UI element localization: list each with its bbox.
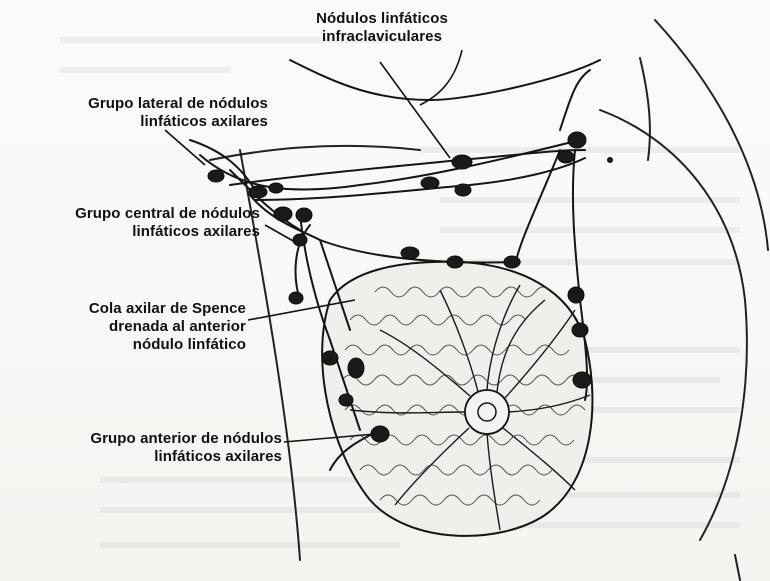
label-lateral-group: Grupo lateral de nódulos linfáticos axil… — [20, 95, 268, 131]
lymph-node-anterior-2 — [339, 394, 353, 406]
lymph-node-lateral-1 — [208, 170, 224, 182]
vessel-upper-second — [230, 150, 585, 185]
label-infraclavicular-nodes: Nódulos linfáticos infraclaviculares — [282, 10, 482, 46]
lymph-node-mid-1 — [401, 247, 419, 259]
shoulder-curve — [640, 58, 650, 160]
lymph-node-lateral-2 — [249, 186, 267, 198]
label-anterior-group: Grupo anterior de nódulos linfáticos axi… — [20, 430, 282, 466]
lymph-node-mid-3 — [504, 256, 520, 268]
leader-infraclavicular-curl — [420, 50, 462, 105]
label-central-group: Grupo central de nódulos linfáticos axil… — [8, 205, 260, 241]
lymph-node-right-3 — [573, 372, 591, 388]
skin-dot-marker — [608, 158, 613, 163]
breast-gland — [322, 262, 592, 536]
label-central-line-2: linfáticos axilares — [8, 223, 260, 241]
label-anterior-line-1: Grupo anterior de nódulos — [20, 430, 282, 448]
lymph-node-lateral-3 — [269, 183, 283, 193]
label-lateral-line-2: linfáticos axilares — [20, 113, 268, 131]
lymph-node-central-1 — [274, 207, 292, 221]
lymph-node-upper-3 — [558, 151, 574, 163]
lymph-node-right-2 — [572, 323, 588, 337]
leader-central — [265, 225, 295, 242]
lymph-node-right-1 — [568, 287, 584, 303]
lymph-node-spence-3 — [348, 358, 364, 378]
vessel-right-down — [515, 150, 560, 265]
lymph-node-upper-2 — [455, 184, 471, 196]
vessel-infraclav-right — [560, 70, 590, 130]
lymph-node-upper-1 — [421, 177, 439, 189]
lymph-node-central-3 — [293, 234, 307, 246]
leader-infraclavicular — [380, 62, 450, 158]
lymph-node-spence-2 — [322, 351, 338, 365]
breast-outline — [322, 262, 592, 536]
lymph-node-mid-2 — [447, 256, 463, 268]
label-spence-tail: Cola axilar de Spence drenada al anterio… — [20, 300, 246, 354]
label-anterior-line-2: linfáticos axilares — [20, 448, 282, 466]
label-spence-line-1: Cola axilar de Spence — [20, 300, 246, 318]
label-infraclavicular-line-1: Nódulos linfáticos — [282, 10, 482, 28]
lower-chest-mark — [735, 555, 740, 580]
lymph-node-infraclavicular-1 — [452, 155, 472, 169]
label-central-line-1: Grupo central de nódulos — [8, 205, 260, 223]
arm-outline — [655, 20, 768, 250]
chest-wall-outline — [600, 110, 747, 540]
areola — [465, 390, 509, 434]
label-lateral-line-1: Grupo lateral de nódulos — [20, 95, 268, 113]
lymph-node-spence-1 — [289, 292, 303, 304]
leader-lateral — [165, 130, 205, 165]
lymph-node-central-2 — [296, 208, 312, 222]
label-spence-line-3: nódulo linfático — [20, 336, 246, 354]
label-infraclavicular-line-2: infraclaviculares — [282, 28, 482, 46]
label-spence-line-2: drenada al anterior — [20, 318, 246, 336]
lymph-node-infraclavicular-2 — [568, 132, 586, 148]
vessel-infraclav-top — [290, 60, 600, 100]
